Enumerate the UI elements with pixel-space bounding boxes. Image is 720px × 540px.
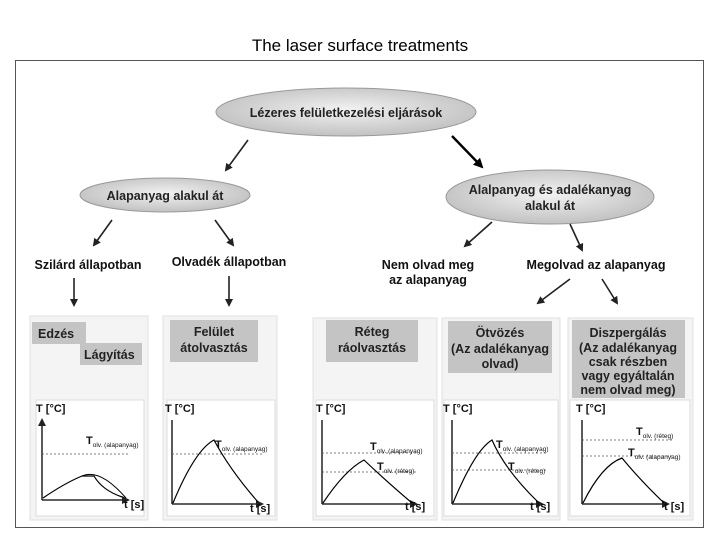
panel3-label-2: ráolvasztás <box>338 341 406 355</box>
panel2-temp-main: T <box>215 439 222 451</box>
left-branch-ellipse <box>79 177 251 213</box>
panel2-temp-sub: olv. (alapanyag) <box>222 446 268 453</box>
panel4-label-2: (Az adalékanyag <box>451 342 549 356</box>
svg-text:Tolv. (alapanyag): Tolv. (alapanyag) <box>370 441 423 455</box>
panel4-temp1-main: T <box>496 439 503 451</box>
panel1-x-axis-label: t [s] <box>124 499 145 511</box>
panel3-x-axis-label: t [s] <box>405 501 426 513</box>
panel-dispersion: Diszpergálás (Az adalékanyag csak részbe… <box>567 317 694 521</box>
panel5-temp1-sub: olv. (réteg) <box>643 433 674 440</box>
label-not-melt-line1: Nem olvad meg <box>382 258 474 272</box>
panel5-temp2-main: T <box>628 447 635 459</box>
panel5-label-3: csak részben <box>589 355 668 369</box>
panel4-temp1-sub: olv. (alapanyag) <box>503 446 549 453</box>
panel4-y-axis-label: T [°C] <box>443 403 473 415</box>
svg-text:Tolv. (réteg): Tolv. (réteg) <box>377 461 414 475</box>
panel4-label-1: Ötvözés <box>476 325 525 340</box>
arrow-left-solid <box>92 219 113 247</box>
panel3-temp1-sub: olv. (alapanyag) <box>377 448 423 455</box>
panel3-curve <box>322 459 413 504</box>
right-branch-ellipse <box>445 169 655 225</box>
panel5-x-axis-label: t [s] <box>664 501 685 513</box>
svg-text:Tolv. (réteg): Tolv. (réteg) <box>508 461 545 475</box>
panel3-temp2-main: T <box>377 461 384 473</box>
panel1-label-1: Edzés <box>38 327 74 341</box>
panel5-y-axis-label: T [°C] <box>576 403 606 415</box>
right-branch-label-line1: Alalpanyag és adalékanyag <box>469 183 632 197</box>
panel2-curve <box>172 439 259 504</box>
root-ellipse <box>215 87 477 137</box>
arrow-to-panel4 <box>536 278 571 305</box>
panel1-y-axis-label: T [°C] <box>36 403 66 415</box>
panel1-temp-main: T <box>86 435 93 447</box>
panel5-label-2: (Az adalékanyag <box>579 341 677 355</box>
panel3-temp2-sub: olv. (réteg) <box>384 468 415 475</box>
panel5-label-4: vagy egyáltalán <box>581 369 674 383</box>
panel2-label-2: átolvasztás <box>180 341 247 355</box>
svg-text:Tolv. (alapanyag): Tolv. (alapanyag) <box>86 435 139 449</box>
svg-text:Tolv. (alapanyag): Tolv. (alapanyag) <box>628 447 681 461</box>
root-label: Lézeres felületkezelési eljárások <box>250 106 443 120</box>
panel3-y-axis-label: T [°C] <box>316 403 346 415</box>
panel3-temp1-main: T <box>370 441 377 453</box>
panel5-temp1-main: T <box>636 426 643 438</box>
panel5-label-5: nem olvad meg) <box>580 383 675 397</box>
label-not-melt-line2: az alapanyag <box>389 273 467 287</box>
panel5-label-1: Diszpergálás <box>589 326 666 340</box>
panel4-x-axis-label: t [s] <box>530 501 551 513</box>
panel-cladding: Réteg ráolvasztás T [°C] Tolv. (alapanya… <box>312 317 438 521</box>
left-branch-label: Alapanyag alakul át <box>107 189 225 203</box>
panel3-label-1: Réteg <box>355 325 390 339</box>
arrow-right-notmelt <box>463 221 493 248</box>
arrow-to-panel5 <box>601 278 619 305</box>
svg-text:Tolv. (réteg): Tolv. (réteg) <box>636 426 673 440</box>
panel2-y-axis-label: T [°C] <box>165 403 195 415</box>
label-solid-state: Szilárd állapotban <box>35 258 142 272</box>
panel-surface-remelting: Felület átolvasztás T [°C] Tolv. (alapan… <box>162 315 278 521</box>
arrow-root-left <box>224 139 249 172</box>
right-branch-label-line2: alakul át <box>525 199 576 213</box>
panel5-curve <box>582 457 665 504</box>
svg-text:Tolv. (alapanyag): Tolv. (alapanyag) <box>215 439 268 453</box>
label-melt: Megolvad az alapanyag <box>527 258 666 272</box>
label-liquid-state: Olvadék állapotban <box>172 255 287 269</box>
panel4-label-3: olvad) <box>482 357 519 371</box>
arrow-left-liquid <box>214 219 235 247</box>
arrow-root-right <box>451 135 484 169</box>
panel4-temp2-main: T <box>508 461 515 473</box>
panel1-temp-sub: olv. (alapanyag) <box>93 442 139 449</box>
panel1-label-2: Lágyítás <box>84 348 135 362</box>
panel2-x-axis-label: t [s] <box>250 503 271 515</box>
panel4-temp2-sub: olv. (réteg) <box>515 468 546 475</box>
panel-hardening: Edzés Lágyítás T [°C] Tolv. (alapanyag) … <box>29 315 149 521</box>
panel1-curve <box>42 475 123 499</box>
page-title: The laser surface treatments <box>251 36 469 55</box>
panel2-label-1: Felület <box>194 325 235 339</box>
arrow-right-melt <box>569 223 584 252</box>
panel5-temp2-sub: olv. (alapanyag) <box>635 454 681 461</box>
panel-alloying: Ötvözés (Az adalékanyag olvad) T [°C] To… <box>441 317 561 521</box>
svg-text:Tolv. (alapanyag): Tolv. (alapanyag) <box>496 439 549 453</box>
panel4-curve <box>452 439 539 504</box>
